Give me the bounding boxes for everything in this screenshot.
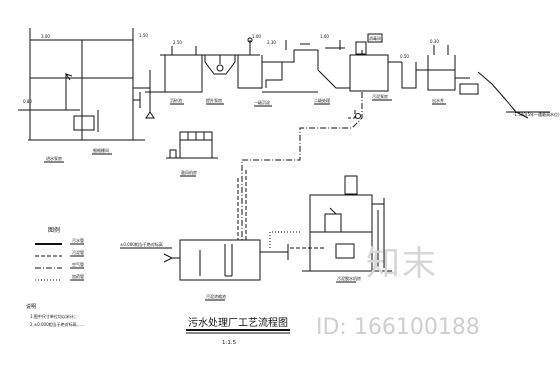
note-1: 1.图中尺寸单位均以米计；: [30, 313, 78, 319]
svg-text:1.60: 1.60: [320, 34, 329, 39]
watermark: 知末 ID: 166100188: [316, 244, 480, 340]
notes: 说明 1.图中尺寸单位均以米计； 2.±0.000相当于绝对标高……: [26, 303, 85, 327]
svg-text:细格栅间: 细格栅间: [93, 147, 109, 153]
svg-text:3.00: 3.00: [41, 34, 50, 39]
title-block: 污水处理厂工艺流程图 1:1.5: [186, 316, 290, 346]
svg-text:1.50: 1.50: [139, 33, 148, 38]
svg-text:污泥管: 污泥管: [72, 249, 84, 255]
svg-text:2.30: 2.30: [267, 40, 276, 45]
svg-text:提升泵房: 提升泵房: [206, 97, 222, 103]
svg-text:加药管: 加药管: [72, 273, 84, 279]
svg-text:二级处理: 二级处理: [314, 97, 330, 103]
svg-text:污水管: 污水管: [72, 237, 84, 243]
svg-text:-1.500(5年一遇最高水位): -1.500(5年一遇最高水位): [513, 111, 560, 117]
svg-text:空气管: 空气管: [72, 261, 84, 267]
svg-text:一级沉淀: 一级沉淀: [254, 99, 270, 105]
watermark-logo: 知末: [366, 244, 438, 284]
svg-text:0.80: 0.80: [23, 99, 32, 104]
inlet-building: 3.00 1.50 0.80 进水泵房 细格栅间: [18, 28, 155, 163]
connection-lines: [237, 92, 363, 250]
svg-text:污泥泵房: 污泥泵房: [372, 93, 388, 99]
svg-text:1.00: 1.00: [252, 34, 261, 39]
svg-text:2.50: 2.50: [173, 40, 182, 45]
legend: 图例 污水管 污泥管 空气管 加药管: [35, 226, 84, 281]
svg-text:出水井: 出水井: [432, 97, 444, 103]
drawing-title: 污水处理厂工艺流程图: [188, 316, 288, 329]
svg-text:±0.000相当于绝对标高: ±0.000相当于绝对标高: [120, 241, 163, 247]
svg-text:消毒间: 消毒间: [369, 35, 381, 41]
watermark-id: ID: 166100188: [316, 315, 480, 340]
notes-heading: 说明: [26, 303, 36, 310]
side-level-mark: ±0.000相当于绝对标高: [120, 241, 172, 249]
svg-text:污泥脱水机房: 污泥脱水机房: [337, 275, 361, 281]
legend-heading: 图例: [48, 226, 60, 234]
drawing-scale: 1:1.5: [222, 340, 237, 346]
blower-house: 鼓风机房: [166, 131, 218, 177]
svg-text:0.50: 0.50: [400, 54, 409, 59]
dewatering-house: 污泥脱水机房: [302, 175, 392, 283]
sludge-thickener: 污泥浓缩池: [163, 239, 289, 301]
svg-text:进水泵房: 进水泵房: [46, 155, 62, 161]
note-2: 2.±0.000相当于绝对标高……: [30, 321, 85, 327]
svg-text:鼓风机房: 鼓风机房: [181, 169, 197, 175]
svg-text:污泥浓缩池: 污泥浓缩池: [206, 293, 226, 299]
svg-text:沉砂池: 沉砂池: [170, 97, 182, 103]
process-train: 2.50 1.00 消毒间 -1.500(5年: [145, 33, 560, 119]
svg-text:0.30: 0.30: [430, 39, 439, 44]
